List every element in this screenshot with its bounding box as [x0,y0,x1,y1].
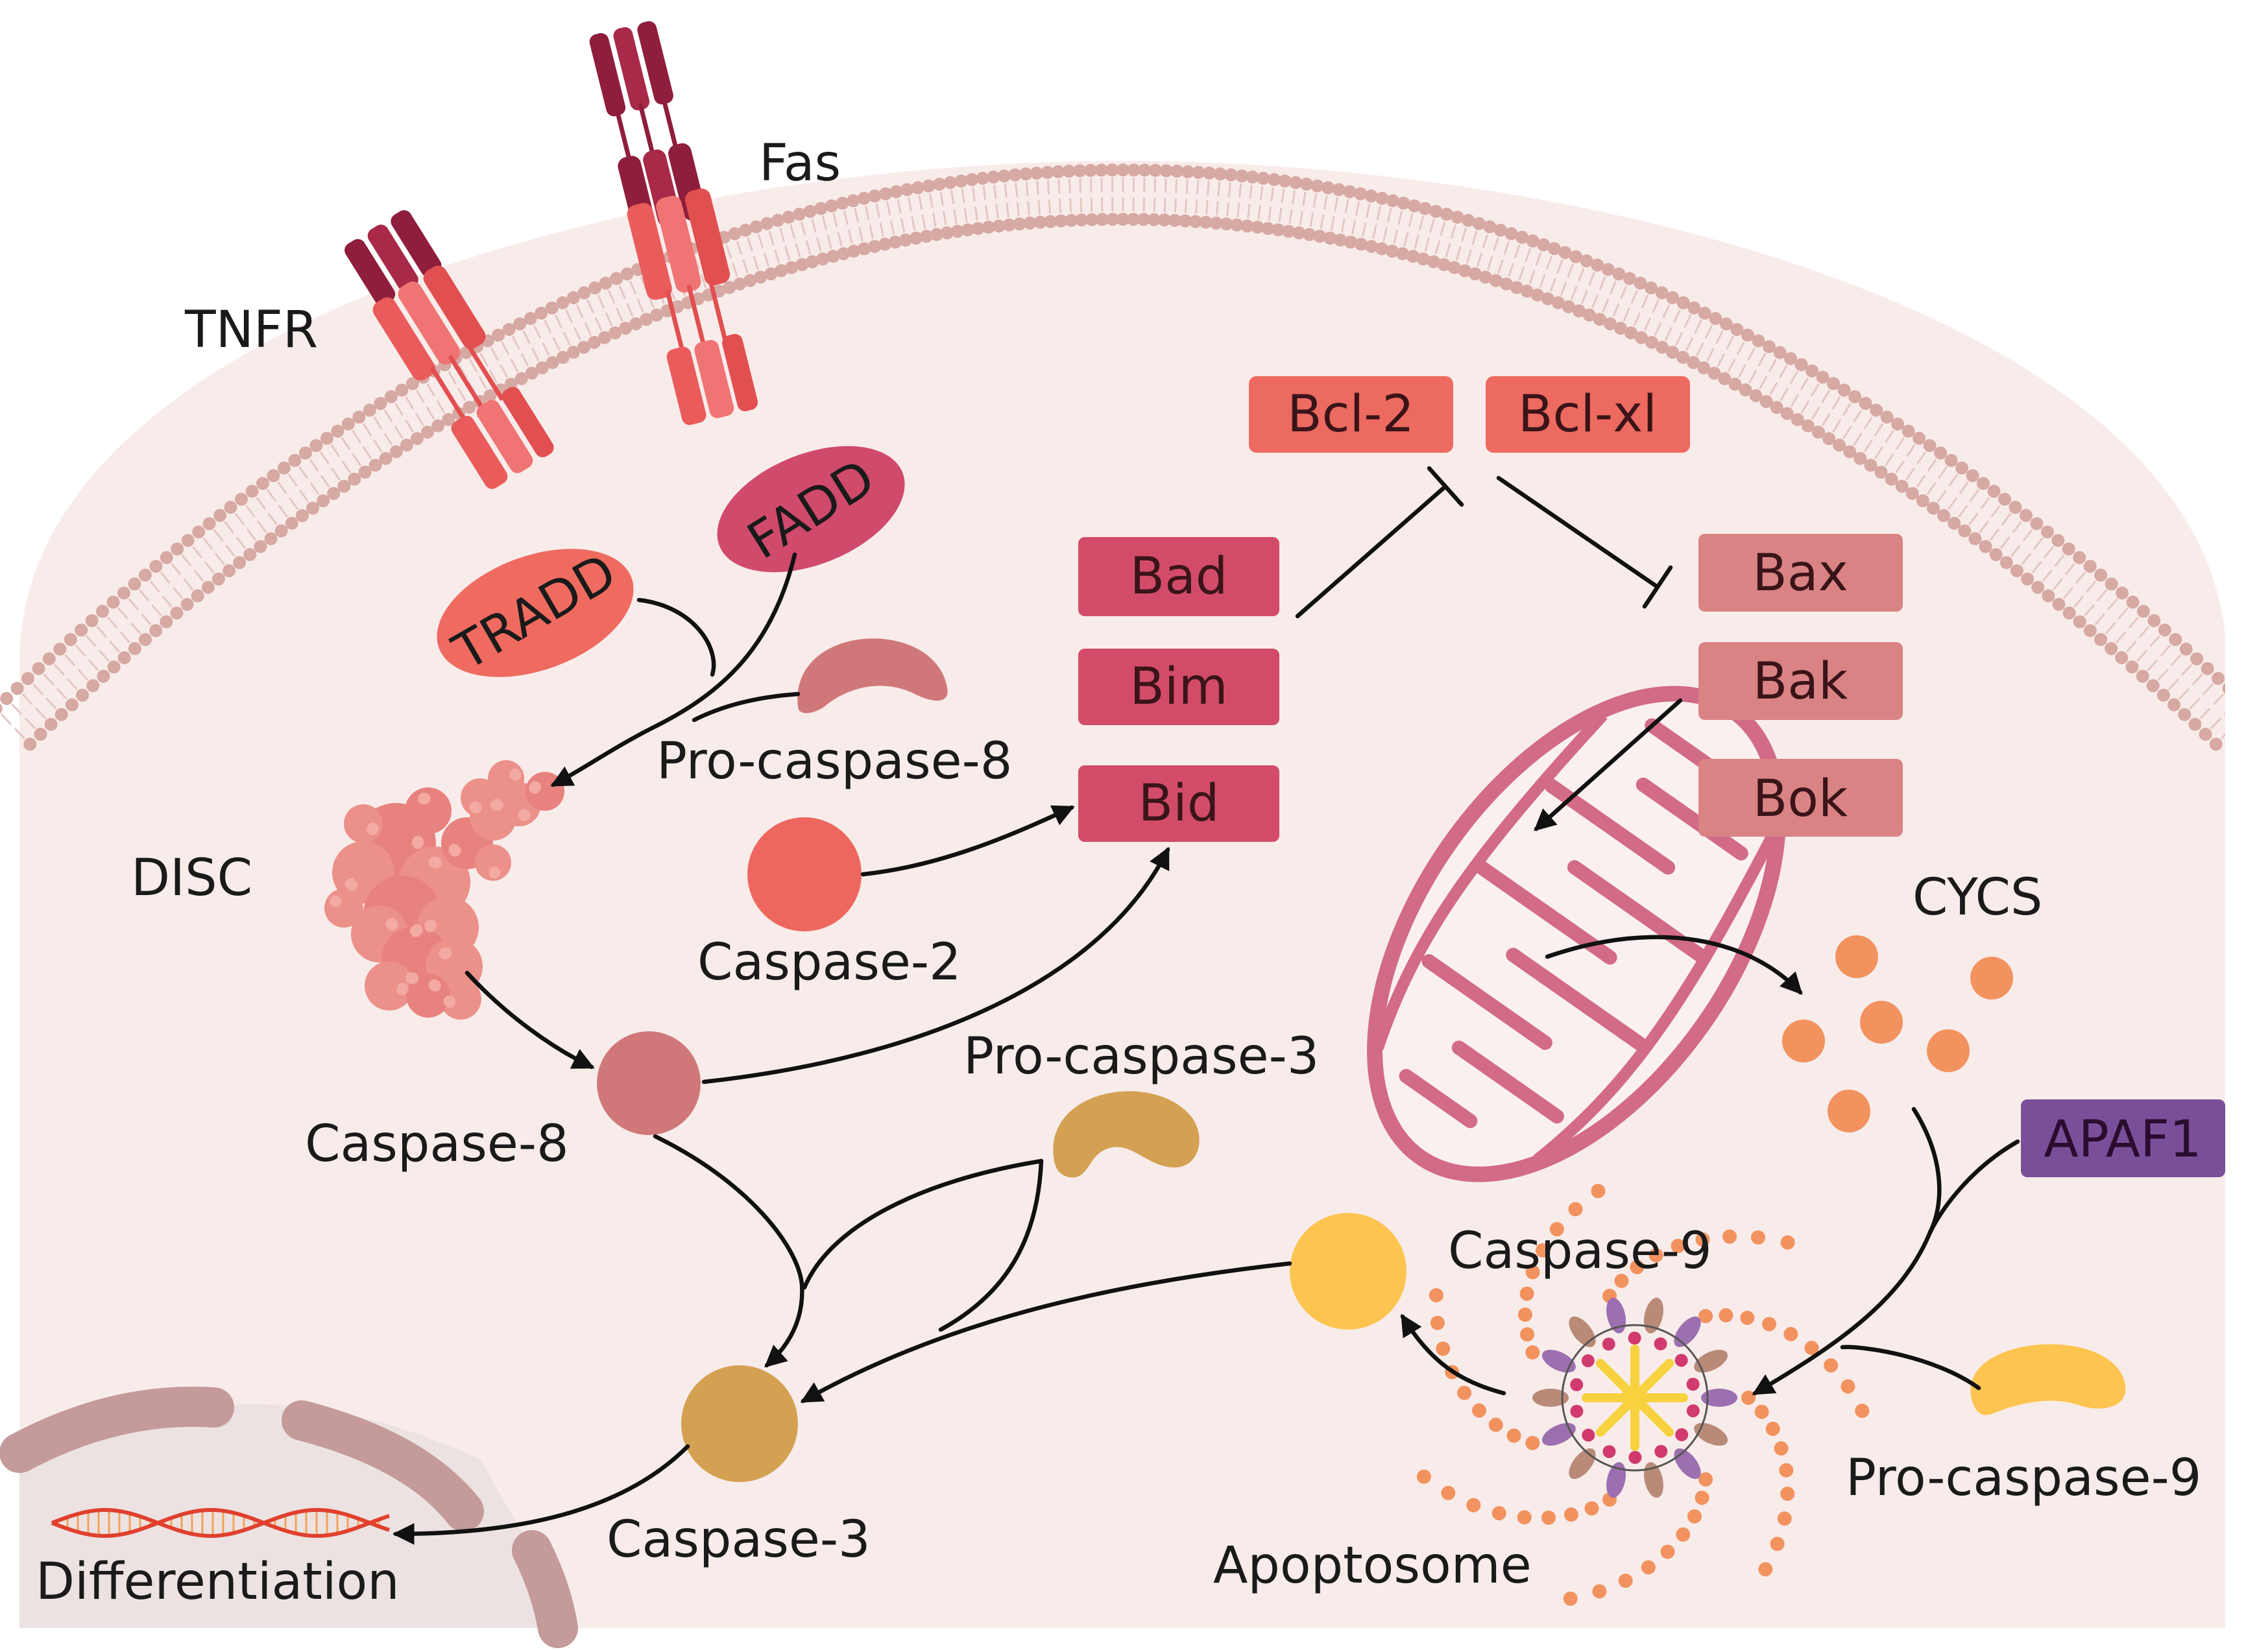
apaf1-box: APAF1 [2021,1099,2225,1177]
bax-label: Bax [1752,544,1848,603]
bcl-xl-box: Bcl-xl [1486,376,1690,453]
bad-label: Bad [1130,547,1228,606]
tnfr-label: TNFR [184,301,318,359]
bok-box: Bok [1698,759,1903,837]
bad-box: Bad [1078,537,1279,616]
bim-box: Bim [1078,649,1279,725]
bax-box: Bax [1698,534,1903,612]
pro-caspase-9-label: Pro-caspase-9 [1846,1449,2201,1507]
caspase-9-label: Caspase-9 [1448,1222,1712,1280]
bcl-2-label: Bcl-2 [1287,385,1414,444]
cycs-label: CYCS [1913,868,2042,927]
caspase-9-circle [1290,1213,1407,1330]
bid-label: Bid [1139,774,1220,833]
differentiation-label: Differentiation [36,1553,400,1611]
caspase-3-circle [681,1365,798,1482]
apoptosome-label: Apoptosome [1213,1537,1532,1595]
nuclear-envelope-bottom [532,1550,558,1628]
bid-box: Bid [1078,765,1279,842]
bcl-xl-label: Bcl-xl [1518,385,1657,444]
bok-label: Bok [1753,770,1848,828]
fas-label: Fas [759,134,841,193]
pro-caspase-8-label: Pro-caspase-8 [657,732,1012,791]
bak-label: Bak [1753,652,1848,711]
pro-caspase-3-label: Pro-caspase-3 [963,1027,1319,1086]
disc-label: DISC [131,849,252,907]
bim-label: Bim [1129,658,1227,716]
caspase-3-label: Caspase-3 [607,1511,871,1569]
pro-apoptotic-group: Bax Bak Bok [1698,534,1903,837]
caspase-2-label: Caspase-2 [697,933,961,992]
bak-box: Bak [1698,642,1903,720]
caspase-8-label: Caspase-8 [305,1115,569,1173]
caspase-8-circle [597,1031,701,1135]
caspase-2-circle [747,817,862,931]
bcl-2-box: Bcl-2 [1249,376,1453,453]
bh3-only-group: Bad Bim Bid [1078,537,1279,842]
apaf1-label: APAF1 [2044,1110,2201,1169]
